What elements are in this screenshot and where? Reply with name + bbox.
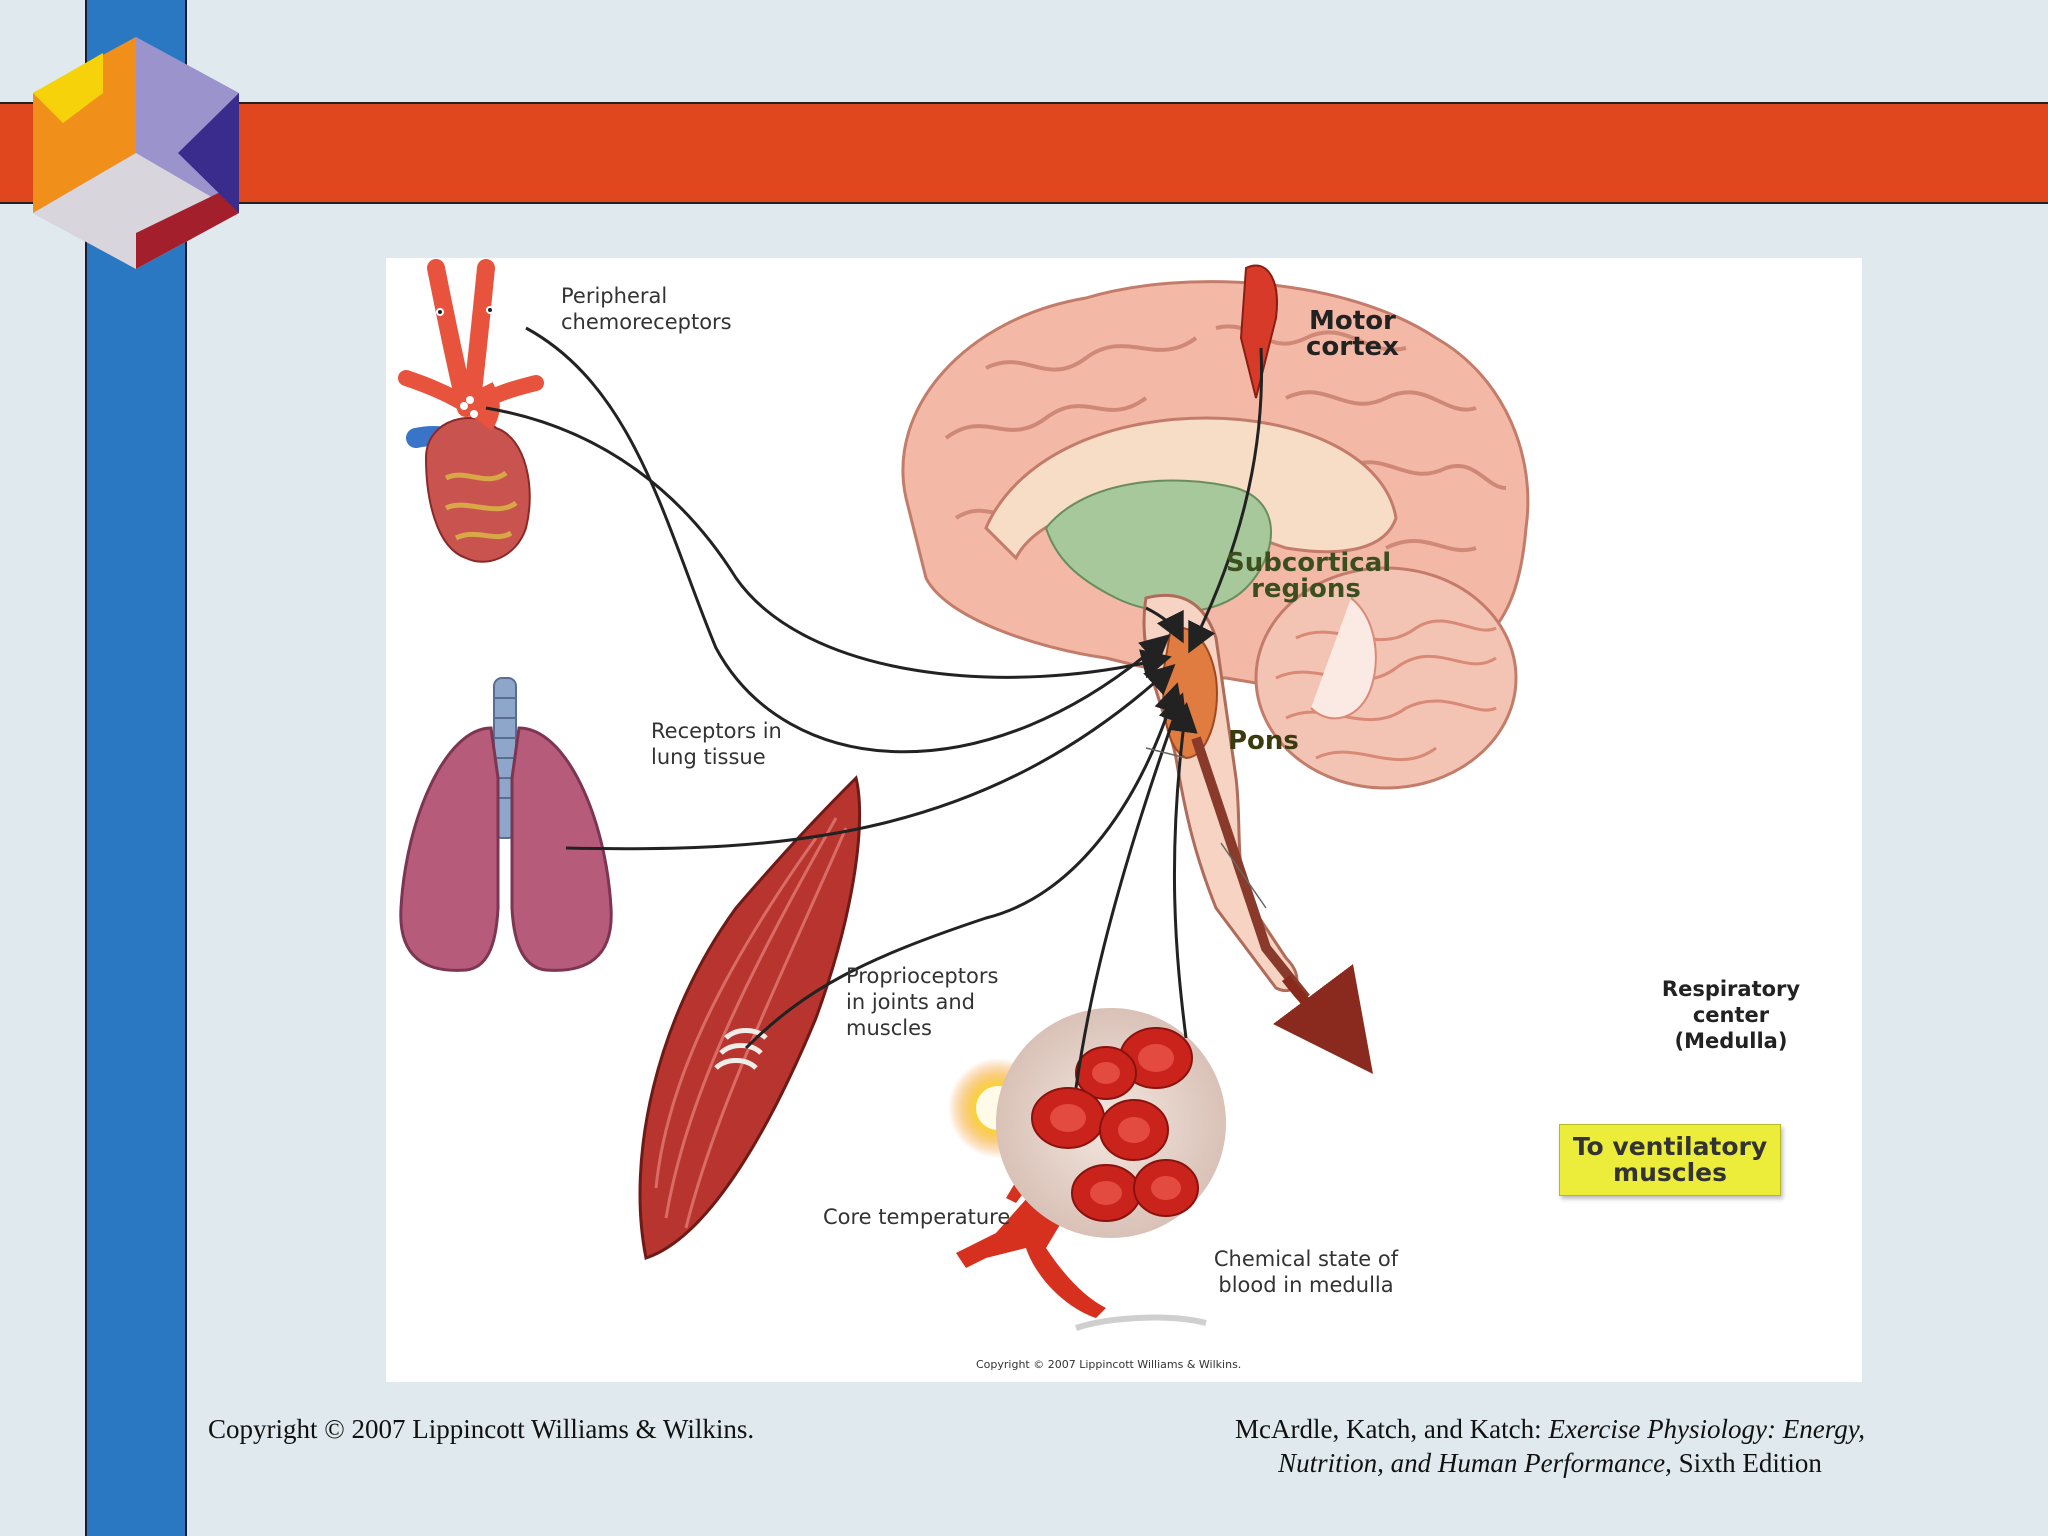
footer-copyright: Copyright © 2007 Lippincott Williams & W… (208, 1414, 755, 1444)
citation-authors: McArdle, Katch, and Katch: (1234, 1414, 1549, 1444)
signal-arrows (485, 326, 1264, 1089)
citation-edition: Sixth Edition (1671, 1448, 1822, 1478)
label-peripheral-chemoreceptors: Peripheral chemoreceptors (561, 284, 732, 334)
heart-illustration (398, 259, 544, 563)
citation-title-line2: Nutrition, and Human Performance, (1278, 1448, 1672, 1478)
ventilatory-muscles-box: To ventilatory muscles (1559, 1124, 1781, 1196)
diagram-panel: Peripheral chemoreceptors Receptors in l… (386, 258, 1862, 1382)
label-motor-cortex: Motor cortex (1306, 306, 1399, 362)
brain-illustration (901, 264, 1530, 1074)
image-copyright: Copyright © 2007 Lippincott Williams & W… (976, 1358, 1242, 1371)
label-proprioceptors: Proprioceptors in joints and muscles (846, 964, 999, 1040)
diagram-art (398, 259, 1530, 1331)
label-subcortical-regions: Subcortical regions (1226, 548, 1392, 604)
label-core-temperature: Core temperature (823, 1205, 1011, 1229)
lungs-illustration (399, 677, 613, 972)
label-chemical-state: Chemical state of blood in medulla (1213, 1247, 1399, 1297)
blood-cells-illustration (996, 1008, 1226, 1238)
footer-citation: McArdle, Katch, and Katch: Exercise Phys… (1150, 1412, 1950, 1480)
muscle-illustration (638, 775, 862, 1260)
label-respiratory-center: Respiratory center (Medulla) (1661, 977, 1801, 1053)
label-pons: Pons (1228, 726, 1299, 756)
label-receptors-lung: Receptors in lung tissue (651, 719, 782, 769)
cube-logo (33, 37, 239, 269)
citation-title-line1: Exercise Physiology: Energy, (1548, 1414, 1866, 1444)
top-red-bar (0, 102, 2048, 204)
